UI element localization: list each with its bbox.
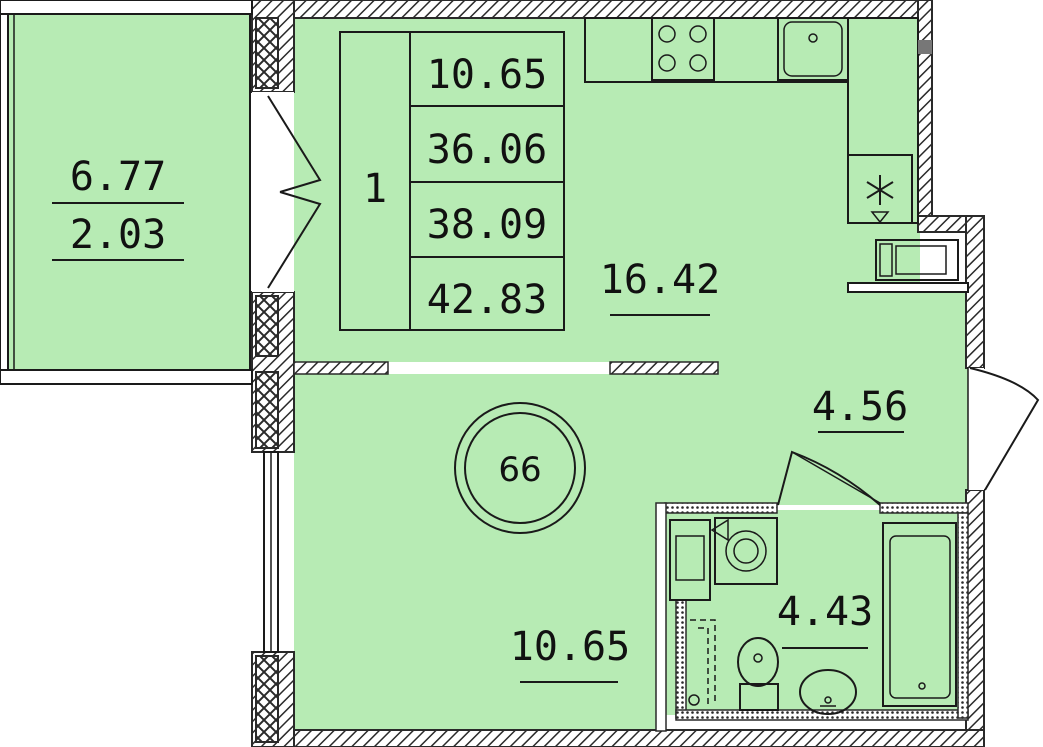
column-2 xyxy=(255,295,279,357)
bathtub-icon xyxy=(882,522,957,707)
hall-area: 4.56 xyxy=(812,384,908,430)
kitchen-area: 16.42 xyxy=(600,257,720,303)
kitchen-fixtures xyxy=(584,17,959,281)
kitchen-sink-icon xyxy=(777,17,849,81)
balcony-railing-top xyxy=(0,0,253,15)
washing-machine-icon xyxy=(710,517,778,585)
partition-right xyxy=(609,361,719,375)
summary-table: 1 10.65 36.06 38.09 42.83 xyxy=(339,31,565,331)
hall-room xyxy=(650,290,968,505)
balcony-railing-bottom xyxy=(0,369,253,385)
table-value-3: 38.09 xyxy=(427,202,547,248)
column-3 xyxy=(255,371,279,449)
door-swing-icon xyxy=(267,95,322,289)
balcony-label: 6.77 2.03 xyxy=(52,154,184,261)
living-room xyxy=(294,374,656,732)
bathroom-wall-top-left xyxy=(664,502,778,514)
balcony-area-top: 6.77 xyxy=(70,154,166,200)
walls xyxy=(251,0,985,747)
balcony-door xyxy=(252,92,322,292)
bathroom-wall-right xyxy=(957,512,969,719)
bathroom-area: 4.43 xyxy=(777,589,873,635)
unit-badge: 66 xyxy=(454,402,586,534)
toilet-icon xyxy=(737,637,779,711)
wall-bottom xyxy=(251,729,985,747)
living-room-area: 10.65 xyxy=(510,624,630,670)
bathroom-wall-top-right xyxy=(879,502,969,514)
rooms-count: 1 xyxy=(363,166,387,212)
balcony-area-bottom: 2.03 xyxy=(70,212,166,258)
column-1 xyxy=(255,17,279,89)
balcony-details xyxy=(0,0,253,385)
washbasin-icon xyxy=(799,669,857,715)
kitchen-shelf xyxy=(847,282,969,293)
bathroom-wall-left xyxy=(655,502,667,732)
bathroom-door xyxy=(777,450,881,506)
table-value-2: 36.06 xyxy=(427,127,547,173)
bathroom-wall-bottom xyxy=(675,709,969,721)
table-value-1: 10.65 xyxy=(427,52,547,98)
wall-top xyxy=(251,0,933,19)
bathroom-inner-wall xyxy=(675,599,687,719)
wall-right-upper xyxy=(917,0,933,219)
balcony-rail-left xyxy=(0,13,9,371)
column-4 xyxy=(255,655,279,743)
bathroom-fixtures xyxy=(669,517,957,715)
entrance-door xyxy=(967,367,1040,491)
stove-icon xyxy=(651,17,715,81)
balcony-room xyxy=(7,13,251,371)
partition-left xyxy=(293,361,389,375)
unit-number: 66 xyxy=(498,450,541,490)
radiator-icon xyxy=(875,239,959,281)
ventilation-icon xyxy=(847,154,913,224)
table-value-4: 42.83 xyxy=(427,277,547,323)
